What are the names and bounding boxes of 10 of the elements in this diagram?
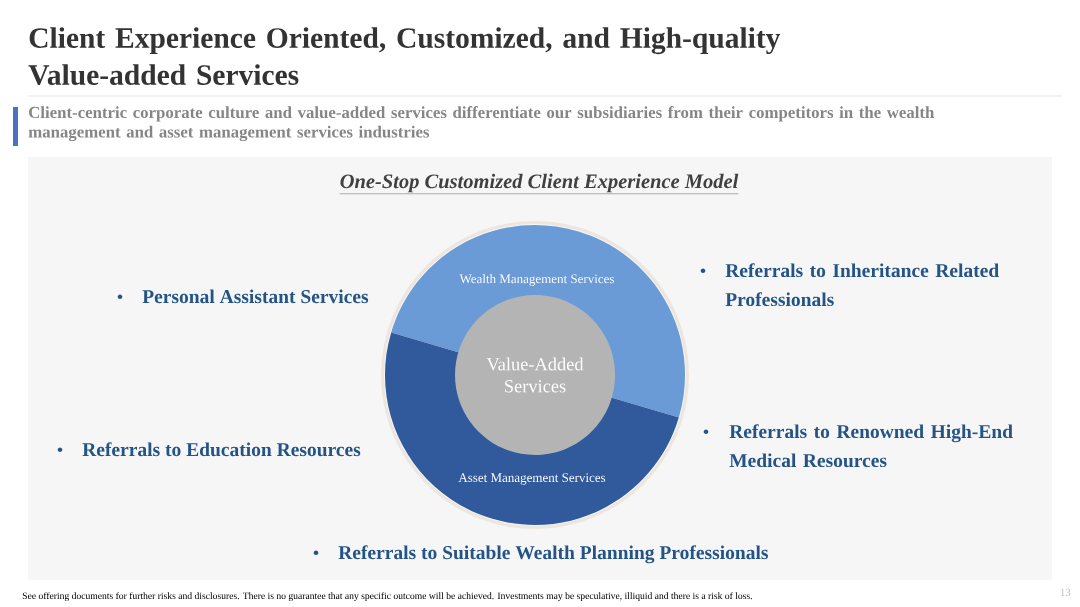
bullet-text: Personal Assistant Services <box>142 289 369 304</box>
page-number: 13 <box>1060 588 1071 597</box>
subtitle: Client-centric corporate culture and value-added services differentiate our subsidiaries from their competitors in the wealth management and asset management services industries <box>28 106 935 142</box>
bullet-text: Referrals to Inheritance Related Professionals <box>725 263 999 307</box>
title: Client Experience Oriented, Customized, and High-quality Value-added Services <box>28 27 781 86</box>
bullet-text: Referrals to Renowned High-End Medical Resources <box>729 424 1013 468</box>
bullet-text: Referrals to Education Resources <box>82 442 361 457</box>
bullet-text: Referrals to Suitable Wealth Planning Professionals <box>338 545 768 564</box>
footnote: See offering documents for further risks and disclosures. There is no guarantee that any specific outcome will be achieved. Investments may be speculative, illiquid and there is a risk of loss. <box>22 592 752 602</box>
diagram-heading: One-Stop Customized Client Experience Model <box>339 173 739 194</box>
